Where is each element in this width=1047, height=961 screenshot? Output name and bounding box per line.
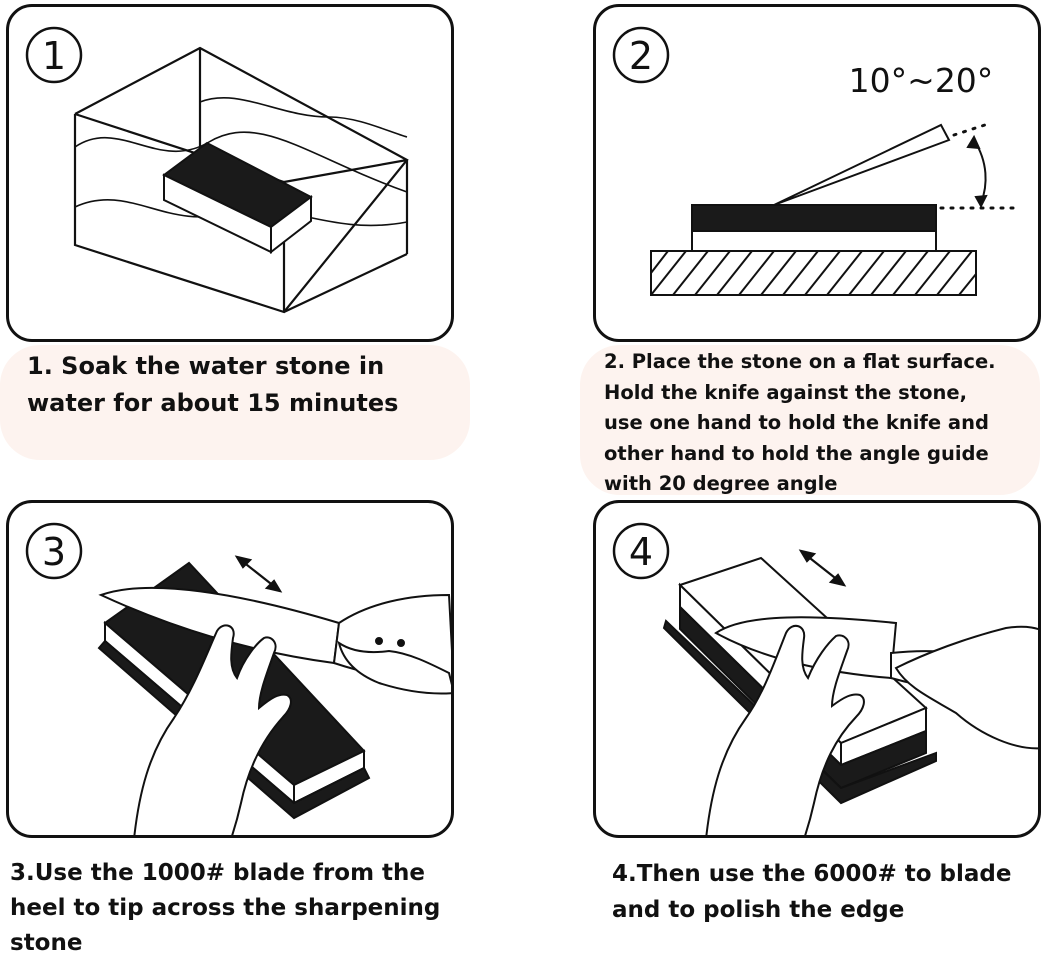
step-number-badge: 2 xyxy=(612,26,670,84)
step-1-panel: 1 xyxy=(6,4,454,342)
holding-hand xyxy=(894,625,1038,750)
sharpening-stone xyxy=(691,204,937,252)
angle-arrow xyxy=(966,134,988,209)
step-number-badge: 4 xyxy=(612,522,670,580)
step-number: 1 xyxy=(42,34,66,78)
double-arrow-icon xyxy=(234,555,283,593)
step-number-badge: 3 xyxy=(25,522,83,580)
caption-tint xyxy=(580,345,1040,495)
holding-hand xyxy=(337,640,451,695)
angle-illustration: 2 10°~20° xyxy=(612,26,1023,296)
step-number: 2 xyxy=(629,34,653,78)
soak-illustration: 1 xyxy=(25,26,409,314)
step-3-caption: 3.Use the 1000# blade from the heel to t… xyxy=(10,860,441,956)
step-number: 4 xyxy=(629,530,653,574)
water-container xyxy=(73,46,409,314)
knife-blade xyxy=(773,123,951,206)
guiding-hand xyxy=(705,624,865,835)
stone-block xyxy=(162,141,313,255)
step-4-caption: 4.Then use the 6000# to blade and to pol… xyxy=(612,861,1012,923)
step-1-caption: 1. Soak the water stone in water for abo… xyxy=(27,352,399,417)
step-2-panel: 2 10°~20° xyxy=(593,4,1041,342)
angle-label: 10°~20° xyxy=(849,61,994,100)
step-number: 3 xyxy=(42,530,66,574)
step-4-panel: 4 xyxy=(593,500,1041,838)
guiding-hand xyxy=(133,624,292,835)
step-number-badge: 1 xyxy=(25,26,83,84)
flat-surface xyxy=(650,250,977,296)
caption-tint xyxy=(0,345,470,460)
fine-polishing-illustration: 4 xyxy=(612,522,1038,835)
coarse-sharpening-illustration: 3 xyxy=(25,522,451,835)
double-arrow-icon xyxy=(798,549,847,587)
step-3-panel: 3 xyxy=(6,500,454,838)
step-2-caption: 2. Place the stone on a flat surface. Ho… xyxy=(604,350,996,495)
angle-dotted-lines xyxy=(939,121,1023,210)
